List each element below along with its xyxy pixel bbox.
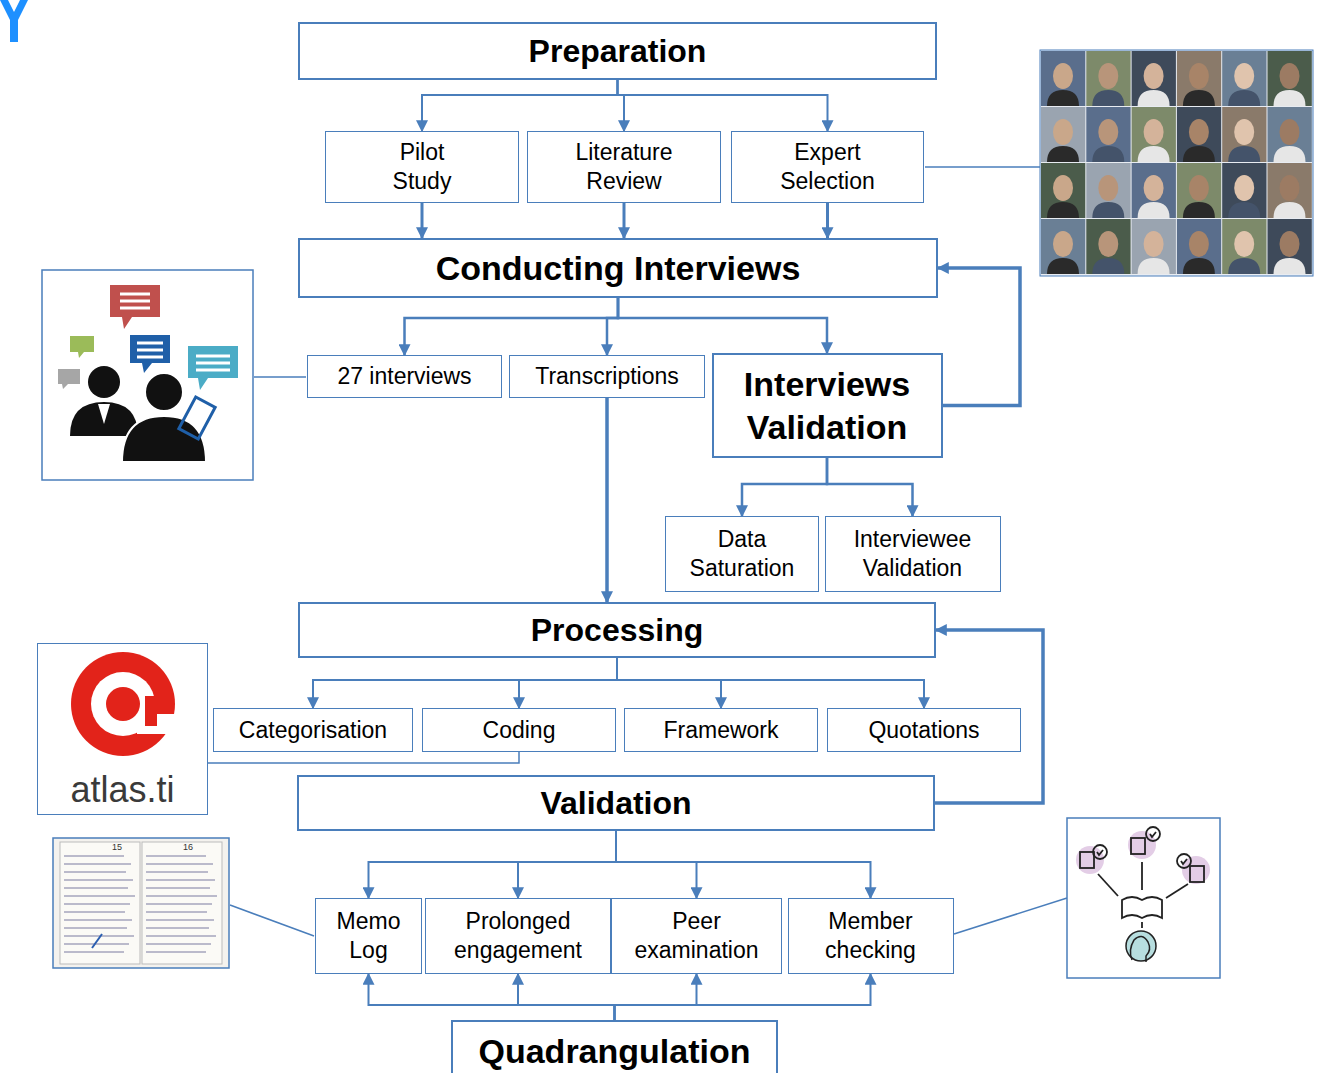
- step-label: Peer examination: [619, 907, 774, 965]
- step-label: Data Saturation: [677, 525, 807, 583]
- connector: [742, 458, 827, 516]
- stage-title: Interviews Validation: [720, 363, 935, 448]
- connector: [607, 298, 618, 355]
- step-box: Pilot Study: [325, 131, 519, 203]
- step-box: Member checking: [788, 898, 954, 974]
- step-label: Pilot Study: [372, 138, 472, 196]
- step-label: Categorisation: [239, 716, 387, 745]
- connector: [405, 298, 619, 355]
- memo-notebook: [53, 838, 229, 968]
- stage-title: Conducting Interviews: [436, 247, 801, 290]
- connector: [617, 658, 721, 708]
- step-box: Categorisation: [213, 708, 413, 752]
- connector: [827, 458, 913, 516]
- connector: [369, 974, 615, 1020]
- step-label: 27 interviews: [337, 362, 471, 391]
- connector: [618, 298, 827, 353]
- step-label: Expert Selection: [768, 138, 888, 196]
- page-number: 15: [112, 843, 122, 852]
- member-checking-icon: [1067, 818, 1220, 978]
- step-box: Interviewee Validation: [825, 516, 1001, 592]
- stage-box: Processing: [298, 602, 936, 658]
- page-number: 16: [183, 843, 193, 852]
- corner-glyph: [0, 0, 28, 42]
- step-label: Transcriptions: [535, 362, 679, 391]
- step-box: 27 interviews: [307, 355, 502, 398]
- stage-box: Quadrangulation: [451, 1020, 778, 1073]
- connector: [826, 203, 829, 238]
- step-box: Memo Log: [315, 898, 422, 974]
- connector: [369, 831, 617, 898]
- atlas-logo-mark: [67, 648, 179, 760]
- step-label: Prolonged engagement: [433, 907, 603, 965]
- step-label: Coding: [483, 716, 556, 745]
- stage-title: Processing: [531, 610, 704, 650]
- stage-title: Preparation: [529, 31, 707, 71]
- step-label: Interviewee Validation: [833, 525, 993, 583]
- stage-title: Quadrangulation: [479, 1030, 751, 1073]
- stage-title: Validation: [540, 783, 691, 823]
- connector: [518, 974, 615, 1020]
- step-box: Coding: [422, 708, 616, 752]
- interview-icon: [42, 270, 253, 480]
- connector: [313, 658, 617, 708]
- expert-photo-grid: [1040, 50, 1313, 276]
- step-box: Expert Selection: [731, 131, 924, 203]
- step-label: Literature Review: [559, 138, 689, 196]
- software-logo-box: atlas.ti: [37, 643, 208, 815]
- connector: [616, 831, 871, 898]
- step-box: Literature Review: [527, 131, 721, 203]
- step-box: Data Saturation: [665, 516, 819, 592]
- connector: [938, 268, 1020, 406]
- connector: [605, 398, 609, 602]
- step-label: Memo Log: [329, 907, 409, 965]
- connector: [421, 203, 424, 238]
- step-label: Member checking: [796, 907, 946, 965]
- connector: [519, 658, 617, 708]
- step-box: Prolonged engagement: [425, 898, 611, 974]
- connector: [623, 203, 626, 238]
- step-label: Framework: [663, 716, 778, 745]
- connector: [617, 658, 924, 708]
- step-box: Transcriptions: [509, 355, 705, 398]
- step-box: Peer examination: [611, 898, 782, 974]
- connector: [518, 831, 616, 898]
- stage-box: Preparation: [298, 22, 937, 80]
- logo-text: atlas.ti: [70, 772, 174, 808]
- connector: [618, 80, 828, 131]
- stage-box: Interviews Validation: [712, 353, 943, 458]
- connector: [616, 831, 697, 898]
- connector: [422, 80, 618, 131]
- connector: [615, 974, 697, 1020]
- step-box: Quotations: [827, 708, 1021, 752]
- stage-box: Validation: [297, 775, 935, 831]
- connector: [208, 752, 519, 763]
- step-box: Framework: [624, 708, 818, 752]
- connector: [615, 974, 871, 1020]
- leader-lines: [230, 167, 1067, 936]
- step-label: Quotations: [868, 716, 979, 745]
- stage-box: Conducting Interviews: [298, 238, 938, 298]
